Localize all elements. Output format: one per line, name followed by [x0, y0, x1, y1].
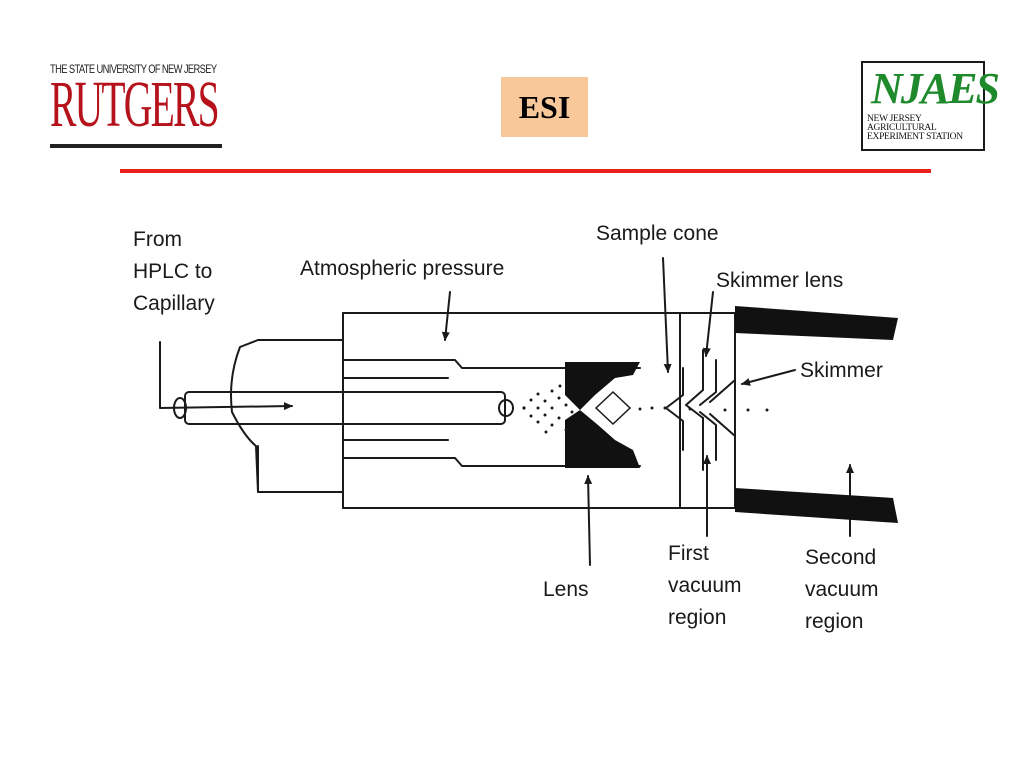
label-second-vacuum: Second [805, 546, 876, 569]
sample-cone-arrow [662, 257, 672, 373]
label-first-vacuum: vacuum [668, 574, 742, 597]
label-from-hplc: From [133, 228, 182, 251]
label-skimmer: Skimmer [800, 359, 883, 382]
njaes-subtitle-line: EXPERIMENT STATION [867, 132, 963, 142]
njaes-subtitle-line: NEW JERSEY [867, 114, 922, 124]
lens-black-bottom [565, 410, 640, 468]
label-first-vacuum: First [668, 542, 709, 565]
lens-aperture [594, 390, 632, 426]
spray-droplets [522, 384, 769, 434]
header-divider [120, 169, 931, 173]
label-second-vacuum: vacuum [805, 578, 879, 601]
rutgers-logo: THE STATE UNIVERSITY OF NEW JERSEY RUTGE… [50, 62, 225, 152]
label-from-hplc: HPLC to [133, 260, 212, 283]
inner-shell-bottom [342, 457, 641, 467]
lens-arrow [584, 475, 593, 566]
label-lens: Lens [543, 578, 589, 601]
skimmer-chevron [709, 413, 736, 437]
njaes-logo: NJAES NEW JERSEY AGRICULTURAL EXPERIMENT… [861, 61, 1000, 151]
njaes-mark: NJAES [871, 64, 1000, 113]
skimmer-lens-arrow [702, 291, 714, 357]
slide-title: ESI [518, 88, 571, 125]
label-skimmer-lens: Skimmer lens [716, 269, 843, 292]
label-first-vacuum: region [668, 606, 726, 629]
skimmer-chevron [709, 379, 736, 403]
njaes-subtitle: NEW JERSEY AGRICULTURAL EXPERIMENT STATI… [867, 114, 985, 142]
probe-holder [230, 339, 344, 493]
title-box: ESI [501, 77, 588, 137]
skimmer-lens-chevron [699, 411, 717, 461]
skimmer-lens-chevron [699, 359, 717, 406]
label-sample-cone: Sample cone [596, 222, 719, 245]
hplc-arrow [159, 341, 293, 411]
rutgers-underline [50, 144, 222, 148]
capillary-tip [498, 399, 514, 417]
label-from-hplc: Capillary [133, 292, 215, 315]
second-vacuum-wall-bottom [735, 488, 898, 523]
atmospheric-arrow [441, 291, 451, 341]
second-vacuum-wall-top [735, 306, 898, 340]
lens-black-top [565, 362, 640, 410]
skimmer-arrow [741, 369, 796, 386]
label-atmospheric-pressure: Atmospheric pressure [300, 257, 504, 280]
cone-chevron [685, 349, 704, 419]
capillary-tube [184, 391, 506, 425]
rutgers-wordmark: RUTGERS [50, 68, 220, 141]
njaes-subtitle-line: AGRICULTURAL [867, 123, 937, 133]
label-second-vacuum: region [805, 610, 863, 633]
inner-shell-top [342, 359, 641, 369]
rutgers-tagline: THE STATE UNIVERSITY OF NEW JERSEY [50, 62, 217, 76]
